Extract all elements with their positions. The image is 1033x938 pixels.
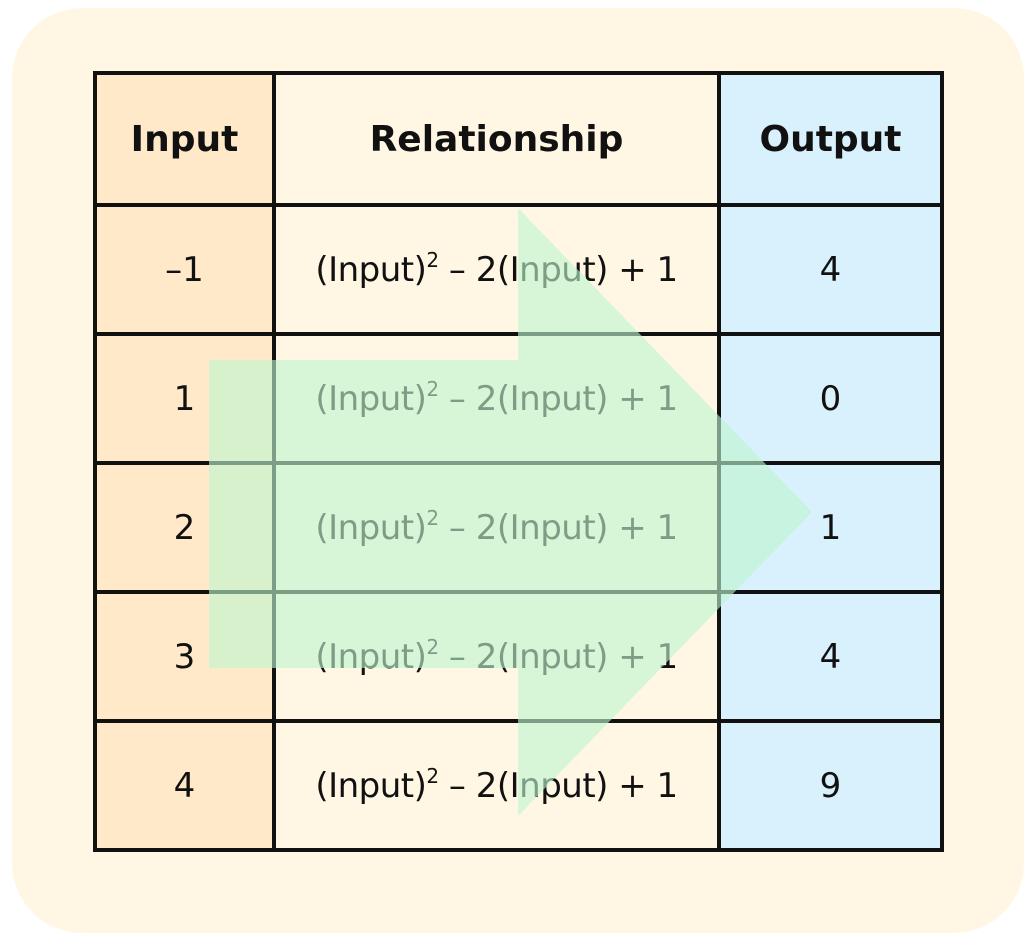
header-row: Input Relationship Output — [93, 71, 944, 207]
input-cell: 1 — [93, 332, 276, 465]
table-row: –1 (Input)2 – 2(Input) + 1 4 — [93, 203, 944, 336]
output-cell: 9 — [717, 719, 944, 852]
relationship-rest: – 2(Input) + 1 — [438, 378, 678, 419]
table-row: 2 (Input)2 – 2(Input) + 1 1 — [93, 461, 944, 594]
relationship-exponent: 2 — [426, 763, 439, 788]
output-cell: 1 — [717, 461, 944, 594]
header-relationship: Relationship — [272, 71, 721, 207]
output-cell: 4 — [717, 203, 944, 336]
output-cell: 0 — [717, 332, 944, 465]
relationship-base: (Input) — [315, 378, 427, 419]
table-row: 3 (Input)2 – 2(Input) + 1 4 — [93, 590, 944, 723]
relationship-rest: – 2(Input) + 1 — [438, 636, 678, 677]
input-cell: 2 — [93, 461, 276, 594]
relationship-rest: – 2(Input) + 1 — [438, 507, 678, 548]
relationship-exponent: 2 — [426, 505, 439, 530]
relationship-cell: (Input)2 – 2(Input) + 1 — [272, 461, 721, 594]
relationship-cell: (Input)2 – 2(Input) + 1 — [272, 590, 721, 723]
input-cell: 4 — [93, 719, 276, 852]
relationship-base: (Input) — [315, 507, 427, 548]
input-cell: 3 — [93, 590, 276, 723]
relationship-cell: (Input)2 – 2(Input) + 1 — [272, 332, 721, 465]
header-output: Output — [717, 71, 944, 207]
header-input: Input — [93, 71, 276, 207]
relationship-base: (Input) — [315, 636, 427, 677]
relationship-base: (Input) — [315, 249, 427, 290]
relationship-cell: (Input)2 – 2(Input) + 1 — [272, 719, 721, 852]
table-row: 1 (Input)2 – 2(Input) + 1 0 — [93, 332, 944, 465]
table-row: 4 (Input)2 – 2(Input) + 1 9 — [93, 719, 944, 852]
relationship-exponent: 2 — [426, 376, 439, 401]
relationship-cell: (Input)2 – 2(Input) + 1 — [272, 203, 721, 336]
relationship-rest: – 2(Input) + 1 — [438, 249, 678, 290]
relationship-rest: – 2(Input) + 1 — [438, 765, 678, 806]
input-output-table: Input Relationship Output –1 (Input)2 – … — [93, 71, 944, 852]
input-cell: –1 — [93, 203, 276, 336]
relationship-exponent: 2 — [426, 634, 439, 659]
relationship-base: (Input) — [315, 765, 427, 806]
output-cell: 4 — [717, 590, 944, 723]
relationship-exponent: 2 — [426, 247, 439, 272]
